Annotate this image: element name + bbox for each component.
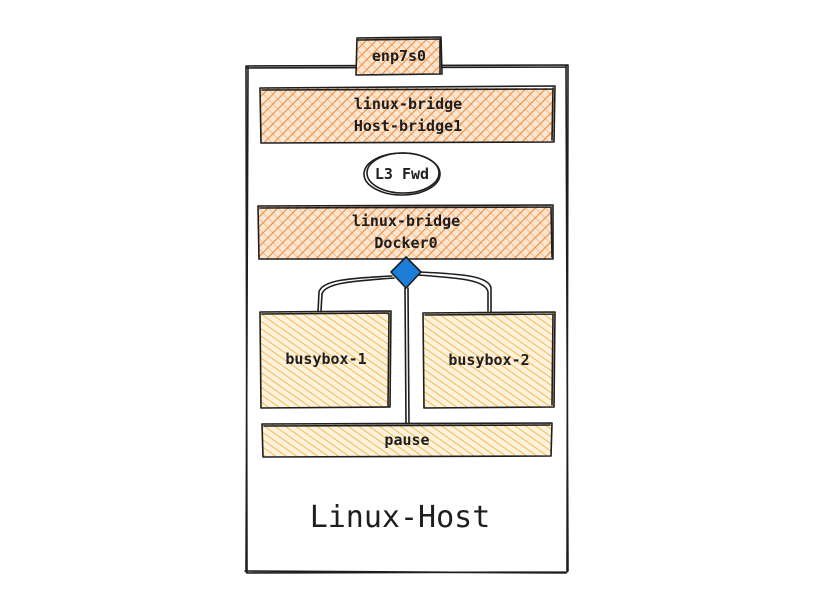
interface-label: enp7s0 xyxy=(372,47,426,65)
l3-forward-node: L3 Fwd xyxy=(363,152,441,196)
container-label: busybox-1 xyxy=(285,350,366,368)
host-bridge-line1: linux-bridge xyxy=(354,95,462,113)
container-label: busybox-2 xyxy=(448,351,529,369)
interface-enp7s0: enp7s0 xyxy=(355,36,443,76)
container-busybox-2: busybox-2 xyxy=(422,311,556,409)
container-busybox-1: busybox-1 xyxy=(259,310,392,409)
l3-forward-label: L3 Fwd xyxy=(375,165,429,183)
host-label: Linux-Host xyxy=(310,500,491,535)
docker-bridge-line2: Docker0 xyxy=(374,234,437,252)
docker-bridge-line1: linux-bridge xyxy=(352,212,460,230)
host-bridge: linux-bridge Host-bridge1 xyxy=(259,85,556,144)
host-bridge-line2: Host-bridge1 xyxy=(354,117,462,135)
pause-container: pause xyxy=(261,422,553,458)
docker-bridge: linux-bridge Docker0 xyxy=(257,204,554,260)
veth-connectors xyxy=(317,271,492,425)
pause-label: pause xyxy=(384,431,429,449)
veth-diamond-icon xyxy=(390,256,422,289)
